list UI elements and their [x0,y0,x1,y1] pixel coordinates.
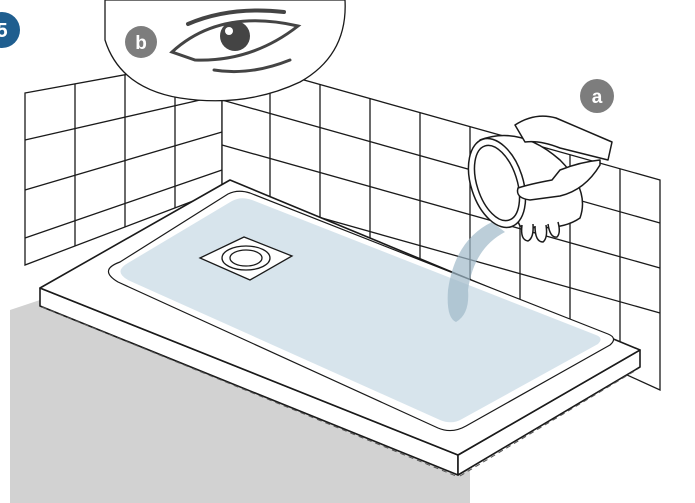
marker-b-label: b [135,33,147,54]
marker-a-badge: a [580,79,614,113]
marker-b-badge: b [125,26,157,58]
step-number-badge: 5 [0,12,20,48]
marker-a-label: a [592,87,603,108]
step-number: 5 [0,20,8,42]
